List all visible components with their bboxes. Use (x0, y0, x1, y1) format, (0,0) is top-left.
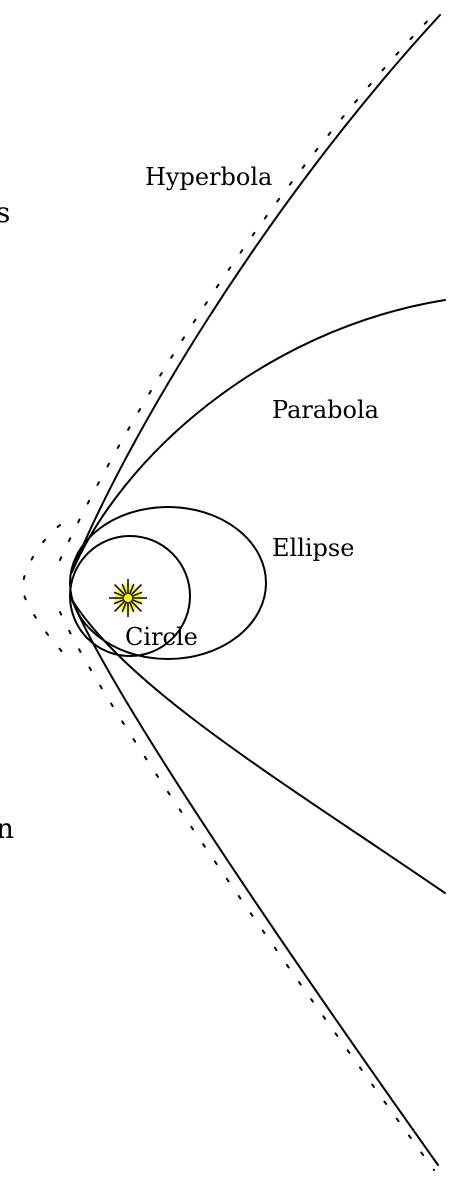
circle-label: Circle (125, 623, 198, 651)
hyperbola-label: Hyperbola (145, 163, 272, 191)
parabola-upper-branch (72, 300, 445, 572)
parabola-label: Parabola (272, 396, 379, 424)
ellipse-label: Ellipse (272, 534, 354, 562)
sun-icon (109, 579, 147, 617)
hyperbola-upper-branch (72, 15, 440, 572)
cropped-text-fragment-bottom: n (0, 812, 14, 845)
cropped-text-fragment-top: s (0, 196, 10, 229)
outer-dashed-arc (23, 525, 71, 660)
hyperbola-lower-branch (72, 600, 438, 1165)
